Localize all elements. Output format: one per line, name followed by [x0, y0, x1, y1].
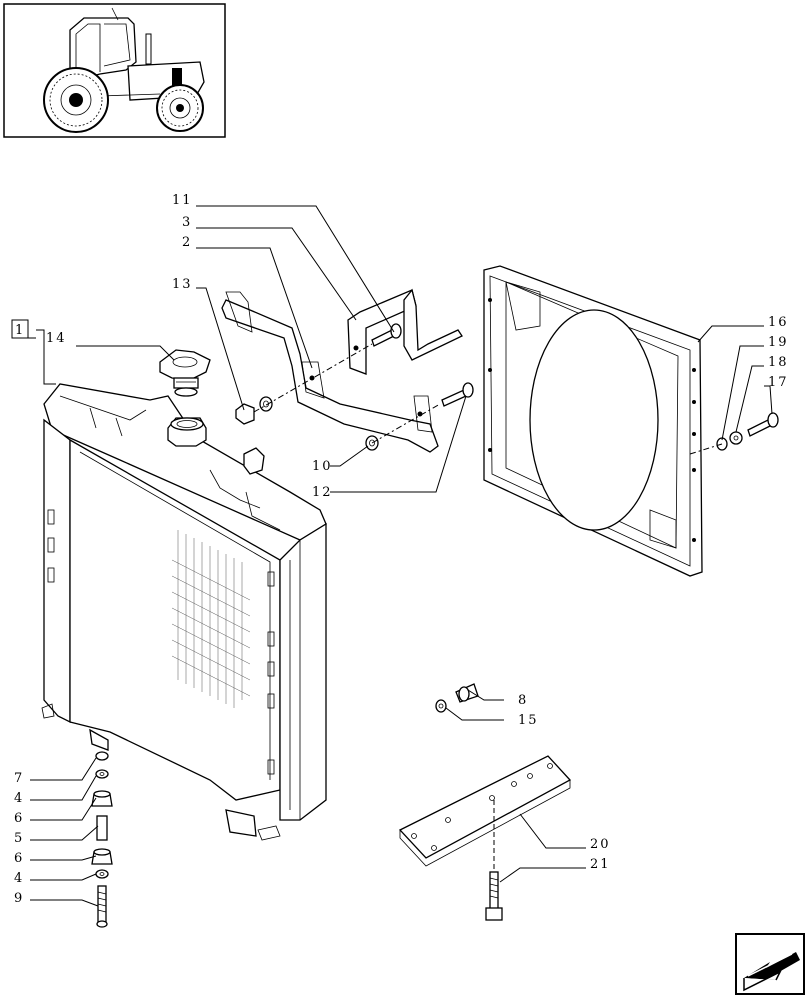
- radiator-cap: [159, 349, 211, 397]
- callout-11: 11: [172, 193, 193, 208]
- callout-8: 8: [518, 693, 528, 708]
- callout-4-lower: 4: [14, 871, 24, 886]
- callout-16: 16: [768, 315, 789, 330]
- lower-mount-stack: [91, 751, 113, 928]
- shroud-fasteners: [689, 412, 779, 455]
- tractor-icon: [43, 7, 205, 133]
- callout-7: 7: [14, 771, 24, 786]
- callout-1: 1: [15, 323, 25, 338]
- callout-6-upper: 6: [14, 811, 24, 826]
- callout-2: 2: [182, 235, 192, 250]
- callout-17: 17: [768, 375, 789, 390]
- callout-20: 20: [590, 837, 611, 852]
- callout-13: 13: [172, 277, 193, 292]
- callout-10: 10: [312, 459, 333, 474]
- support-bracket: [221, 288, 474, 453]
- next-page-button[interactable]: [735, 933, 805, 995]
- fan-shroud: [483, 265, 703, 577]
- tractor-thumbnail: [3, 3, 226, 138]
- callout-15: 15: [518, 713, 539, 728]
- screw-and-washer: [435, 683, 479, 713]
- callout-12: 12: [312, 485, 333, 500]
- mounting-plate: [398, 755, 572, 921]
- callout-3: 3: [182, 215, 192, 230]
- radiator: [41, 383, 327, 841]
- next-page-arrow-icon: [743, 952, 800, 992]
- callout-19: 19: [768, 335, 789, 350]
- leader-lines: [18, 205, 773, 907]
- callout-labels: 1 14 11 3 2 13 10 12 16 19 18 17 8 15 20…: [11, 193, 789, 906]
- callout-4-upper: 4: [14, 791, 24, 806]
- callout-9: 9: [14, 891, 24, 906]
- callout-box-1: [11, 319, 29, 339]
- callout-14: 14: [46, 331, 67, 346]
- callout-18: 18: [768, 355, 789, 370]
- callout-5: 5: [14, 831, 24, 846]
- callout-21: 21: [590, 857, 611, 872]
- callout-6-lower: 6: [14, 851, 24, 866]
